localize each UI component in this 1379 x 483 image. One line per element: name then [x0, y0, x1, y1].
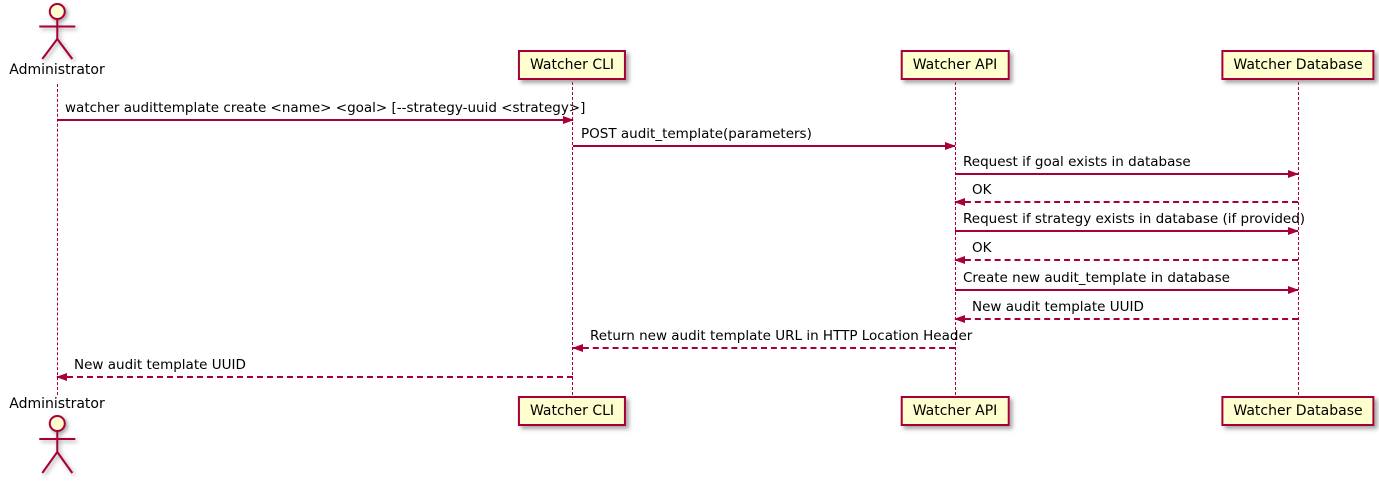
participant-label: Watcher API — [912, 403, 998, 419]
arrowhead-icon — [954, 315, 965, 323]
message-label: Return new audit template URL in HTTP Lo… — [590, 328, 973, 344]
participant-label: Watcher Database — [1233, 57, 1363, 73]
participant-label: Watcher API — [912, 57, 998, 73]
participant-label: Watcher Database — [1233, 403, 1363, 419]
participant-watcher-api-top: Watcher API — [900, 50, 1010, 80]
participant-label: Watcher CLI — [529, 403, 615, 419]
actor-administrator-top: Administrator — [9, 2, 105, 79]
message: Return new audit template URL in HTTP Lo… — [572, 328, 973, 352]
arrowhead-icon — [1288, 170, 1299, 178]
message: POST audit_template(parameters) — [573, 126, 956, 150]
message-line — [573, 142, 956, 150]
actor-label: Administrator — [9, 396, 105, 412]
message: Request if strategy exists in database (… — [955, 211, 1306, 235]
message-label: OK — [972, 182, 992, 198]
lifeline-administrator — [57, 84, 58, 395]
participant-watcher-cli-bottom: Watcher CLI — [517, 396, 627, 426]
message-line — [57, 116, 574, 124]
message: OK — [954, 240, 1298, 264]
participant-watcher-database-top: Watcher Database — [1221, 50, 1375, 80]
message-label: POST audit_template(parameters) — [581, 126, 812, 142]
message-label: Create new audit_template in database — [963, 270, 1230, 286]
arrowhead-icon — [1288, 286, 1299, 294]
message-label: watcher audittemplate create <name> <goa… — [65, 100, 586, 116]
lifeline-watcher-cli — [572, 82, 573, 395]
message: Create new audit_template in database — [955, 270, 1299, 294]
message-label: Request if strategy exists in database (… — [963, 211, 1306, 227]
message-line — [955, 170, 1299, 178]
message: New audit template UUID — [56, 357, 573, 381]
actor-icon — [39, 3, 75, 60]
arrowhead-icon — [1288, 227, 1299, 235]
message-line — [955, 227, 1299, 235]
message: Request if goal exists in database — [955, 154, 1299, 178]
arrowhead-icon — [56, 373, 67, 381]
participant-watcher-cli-top: Watcher CLI — [517, 50, 627, 80]
message-line — [954, 198, 1298, 206]
arrowhead-icon — [945, 142, 956, 150]
lifeline-watcher-database — [1298, 82, 1299, 395]
message: watcher audittemplate create <name> <goa… — [57, 100, 586, 124]
actor-icon — [39, 415, 75, 474]
actor-label: Administrator — [9, 62, 105, 78]
message-label: Request if goal exists in database — [963, 154, 1191, 170]
message-line — [954, 256, 1298, 264]
participant-watcher-database-bottom: Watcher Database — [1221, 396, 1375, 426]
message-line — [954, 315, 1298, 323]
message-label: OK — [972, 240, 992, 256]
message-line — [572, 344, 955, 352]
message-line — [955, 286, 1299, 294]
participant-label: Watcher CLI — [529, 57, 615, 73]
arrowhead-icon — [572, 344, 583, 352]
message-label: New audit template UUID — [74, 357, 246, 373]
arrowhead-icon — [954, 198, 965, 206]
message-line — [56, 373, 573, 381]
message: New audit template UUID — [954, 299, 1298, 323]
arrowhead-icon — [563, 116, 574, 124]
lifeline-watcher-api — [955, 82, 956, 395]
arrowhead-icon — [954, 256, 965, 264]
actor-administrator-bottom: Administrator — [9, 396, 105, 477]
message-label: New audit template UUID — [972, 299, 1144, 315]
message: OK — [954, 182, 1298, 206]
participant-watcher-api-bottom: Watcher API — [900, 396, 1010, 426]
